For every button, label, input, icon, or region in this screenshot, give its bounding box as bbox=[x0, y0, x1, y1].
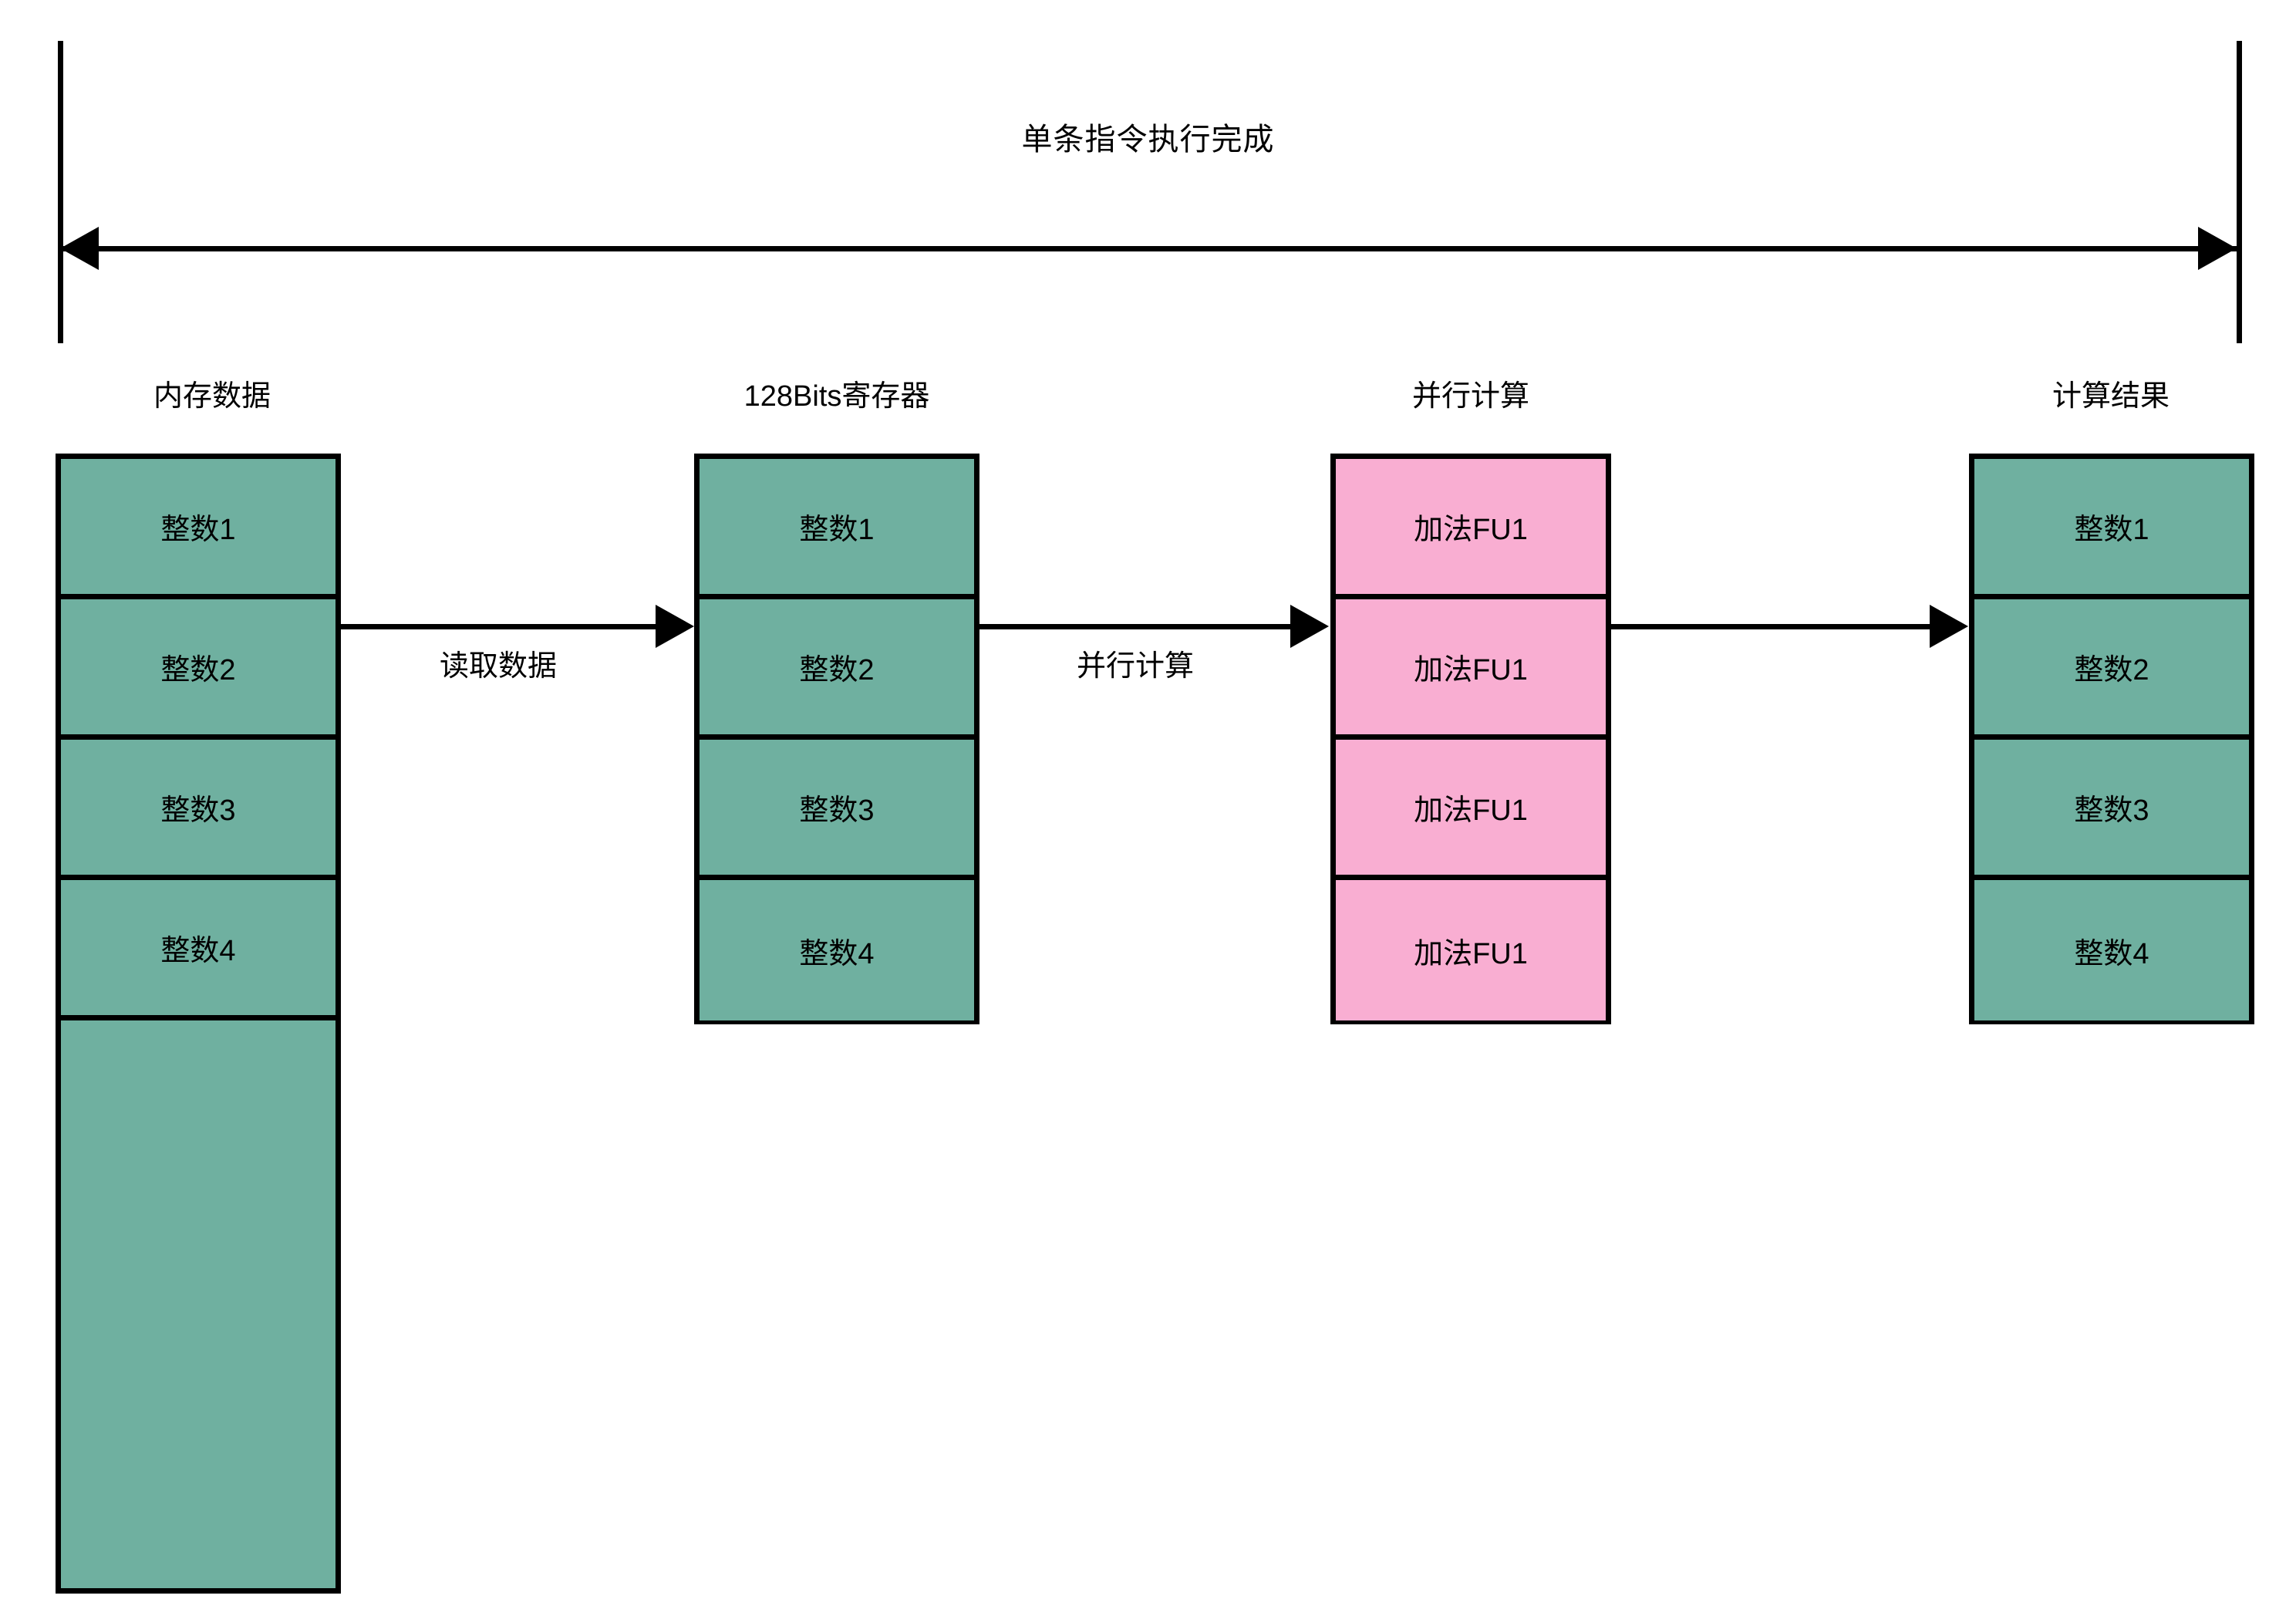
flow-arrow-shaft-to-result bbox=[1611, 624, 1931, 629]
stack-register: 整数1 整数2 整数3 整数4 bbox=[694, 454, 979, 1024]
flow-arrow-shaft-parallel-compute bbox=[979, 624, 1292, 629]
flow-arrow-shaft-read-data bbox=[341, 624, 657, 629]
cell-memory-remainder bbox=[61, 1020, 335, 1588]
cell-register-1: 整数2 bbox=[700, 599, 974, 740]
stack-parallel-compute: 加法FU1 加法FU1 加法FU1 加法FU1 bbox=[1330, 454, 1611, 1024]
cell-fu-2: 加法FU1 bbox=[1336, 740, 1606, 880]
cell-register-2: 整数3 bbox=[700, 740, 974, 880]
cell-result-0: 整数1 bbox=[1974, 459, 2249, 599]
cell-memory-2: 整数3 bbox=[61, 740, 335, 880]
span-bracket-left-end bbox=[58, 41, 63, 343]
column-header-memory: 内存数据 bbox=[153, 380, 271, 413]
cell-memory-0: 整数1 bbox=[61, 459, 335, 599]
arrow-left-icon bbox=[60, 227, 99, 270]
stack-memory: 整数1 整数2 整数3 整数4 bbox=[56, 454, 341, 1594]
cell-memory-1: 整数2 bbox=[61, 599, 335, 740]
stack-result: 整数1 整数2 整数3 整数4 bbox=[1969, 454, 2254, 1024]
span-bracket-line bbox=[63, 246, 2237, 251]
cell-register-0: 整数1 bbox=[700, 459, 974, 599]
arrow-right-icon bbox=[656, 605, 694, 648]
cell-result-3: 整数4 bbox=[1974, 880, 2249, 1020]
cell-fu-0: 加法FU1 bbox=[1336, 459, 1606, 599]
arrow-right-icon bbox=[1930, 605, 1968, 648]
arrow-right-icon bbox=[2198, 227, 2237, 270]
cell-result-2: 整数3 bbox=[1974, 740, 2249, 880]
span-title: 单条指令执行完成 bbox=[1021, 123, 1275, 157]
cell-fu-3: 加法FU1 bbox=[1336, 880, 1606, 1020]
column-header-register: 128Bits寄存器 bbox=[743, 380, 930, 413]
column-header-result: 计算结果 bbox=[2052, 380, 2170, 413]
arrow-right-icon bbox=[1290, 605, 1329, 648]
cell-result-1: 整数2 bbox=[1974, 599, 2249, 740]
cell-memory-3: 整数4 bbox=[61, 880, 335, 1020]
cell-register-3: 整数4 bbox=[700, 880, 974, 1020]
span-bracket-right-end bbox=[2237, 41, 2242, 343]
cell-fu-1: 加法FU1 bbox=[1336, 599, 1606, 740]
flow-arrow-label-parallel-compute: 并行计算 bbox=[1076, 650, 1194, 683]
column-header-parallel-compute: 并行计算 bbox=[1411, 380, 1529, 413]
flow-arrow-label-read-data: 读取数据 bbox=[439, 650, 557, 683]
